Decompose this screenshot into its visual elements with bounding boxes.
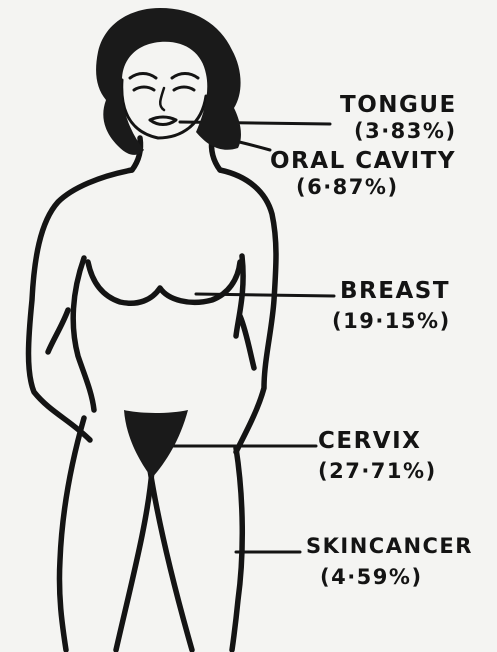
left-eye bbox=[134, 87, 154, 90]
breast-name: BREAST bbox=[340, 280, 451, 303]
breast-leader-line bbox=[196, 294, 334, 296]
oral-cavity-percent: (6·87%) bbox=[296, 177, 456, 198]
right-eye bbox=[174, 87, 194, 90]
breast-percent: (19·15%) bbox=[332, 311, 451, 332]
tongue-name: TONGUE bbox=[340, 94, 457, 117]
lips bbox=[150, 117, 176, 125]
neck-outline bbox=[132, 138, 220, 170]
breast-outline bbox=[88, 262, 240, 303]
left-torso-outline bbox=[73, 258, 94, 410]
oral-cavity-label: ORAL CAVITY (6·87%) bbox=[270, 150, 456, 198]
left-shoulder-arm-outline bbox=[29, 170, 133, 440]
cervix-name: CERVIX bbox=[318, 430, 437, 453]
left-eyebrow bbox=[130, 74, 156, 79]
tongue-percent: (3·83%) bbox=[354, 121, 457, 142]
right-waist-outline bbox=[240, 316, 254, 368]
nose-outline bbox=[160, 88, 164, 110]
oral-cavity-name: ORAL CAVITY bbox=[270, 150, 456, 173]
right-eyebrow bbox=[172, 74, 198, 79]
left-waist-outline bbox=[48, 310, 68, 352]
cervix-label: CERVIX (27·71%) bbox=[318, 430, 437, 482]
skin-cancer-name: SKINCANCER bbox=[306, 536, 473, 557]
skin-cancer-label: SKINCANCER (4·59%) bbox=[306, 536, 473, 588]
skin-cancer-percent: (4·59%) bbox=[320, 567, 473, 588]
tongue-label: TONGUE (3·83%) bbox=[340, 94, 457, 142]
inner-leg-right-outline bbox=[150, 470, 192, 650]
cervix-percent: (27·71%) bbox=[318, 461, 437, 482]
right-shoulder-arm-outline bbox=[220, 170, 276, 452]
pubic-triangle bbox=[124, 410, 188, 478]
hair bbox=[96, 8, 241, 155]
inner-leg-left-outline bbox=[116, 470, 152, 650]
right-leg-outline bbox=[232, 448, 242, 650]
left-leg-outline bbox=[59, 418, 84, 650]
breast-label: BREAST (19·15%) bbox=[340, 280, 451, 332]
